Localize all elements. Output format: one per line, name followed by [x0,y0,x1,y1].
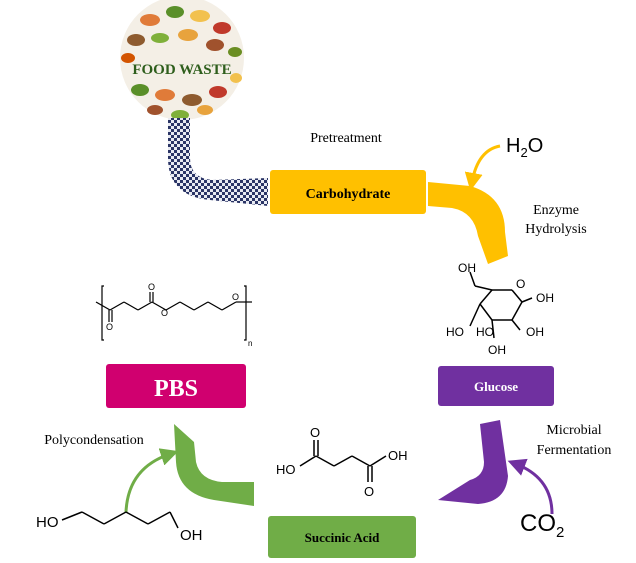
pbs-subscript-n: n [248,339,252,348]
food-items-decoration [121,6,242,120]
water-input-arrow [464,144,501,191]
food-waste-logo: FOOD WASTE [120,0,244,120]
glucose-ho-left: HO [446,325,464,339]
water-formula: H2O [506,135,543,160]
butanediol-input-arrow [124,448,179,513]
pbs-box-label: PBS [154,376,198,402]
glucose-box: Glucose [438,366,554,406]
butanediol-ho: HO [36,514,59,531]
co2-input-arrow [507,458,554,515]
glucose-oh-lower-right: OH [526,325,544,339]
succinic-box-bg [268,516,416,558]
succinic-acid-molecule [299,440,387,482]
carbohydrate-box: Carbohydrate [270,170,426,214]
hydrolysis-arrow [428,182,508,264]
fermentation-arrow [438,420,508,504]
butanediol-oh: OH [180,527,203,544]
carbohydrate-box-label: Carbohydrate [306,187,391,202]
glucose-ring-o: O [516,277,525,291]
glucose-oh-top: OH [458,261,476,275]
pbs-o-1: O [106,322,113,332]
glucose-oh-right: OH [536,291,554,305]
pbs-o-3: O [161,308,168,318]
pbs-o-2: O [148,282,155,292]
butanediol-molecule [61,511,179,529]
polycondensation-arrow [174,424,254,506]
pbs-repeat-unit [95,285,252,341]
glucose-molecule-labels: OH O OH HO OH HO OH [446,261,554,357]
enzyme-label-line1: Enzyme [533,203,579,218]
logo-circle [120,0,244,120]
pretreatment-label: Pretreatment [310,131,382,146]
glucose-ho-center: HO [476,325,494,339]
succinic-acid-box: Succinic Acid [268,516,416,558]
glucose-box-label: Glucose [474,379,518,394]
microbial-label-line1: Microbial [546,423,601,438]
glucose-molecule [469,271,533,339]
glucose-box-bg [438,366,554,406]
succinic-ho: HO [276,462,296,477]
succinic-o-top: O [310,425,320,440]
pbs-repeat-labels: O O O O n [106,282,252,348]
succinic-oh: OH [388,448,408,463]
logo-text: FOOD WASTE [132,62,231,78]
carbohydrate-box-bg [270,170,426,214]
glucose-oh-bottom: OH [488,343,506,357]
polycondensation-label: Polycondensation [44,433,144,448]
pbs-o-4: O [232,292,239,302]
succinic-o-bottom: O [364,484,374,499]
co2-formula: CO2 [520,510,564,541]
microbial-label-line2: Fermentation [537,443,612,458]
succinic-box-label: Succinic Acid [305,530,381,545]
pretreatment-arrow [168,118,268,206]
enzyme-label-line2: Hydrolysis [525,222,586,237]
pbs-box-bg [106,364,246,408]
pbs-box: PBS [106,364,246,408]
